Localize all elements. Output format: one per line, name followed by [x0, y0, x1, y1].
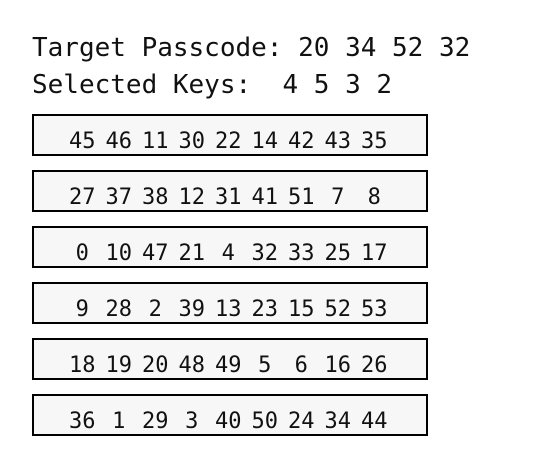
key-button[interactable]: 13 [215, 297, 242, 322]
key-button[interactable]: 47 [142, 241, 169, 266]
key-row: 9 28 2 39 13 23 15 52 53 [32, 282, 428, 324]
key-button[interactable]: 37 [105, 185, 133, 210]
key-button[interactable]: 5 [258, 353, 272, 378]
key-button[interactable]: 46 [105, 129, 133, 154]
key-button[interactable]: 35 [361, 129, 388, 154]
key-button[interactable]: 18 [69, 353, 96, 378]
selected-keys-line: Selected Keys: 4 5 3 2 [32, 70, 392, 100]
key-button[interactable]: 16 [324, 353, 352, 378]
key-button[interactable]: 12 [178, 185, 206, 210]
key-button[interactable]: 34 [324, 409, 352, 434]
key-button[interactable]: 17 [361, 241, 388, 266]
key-button[interactable]: 10 [105, 241, 133, 266]
key-button[interactable]: 29 [142, 409, 169, 434]
key-button[interactable]: 40 [215, 409, 242, 434]
key-button[interactable]: 41 [251, 185, 279, 210]
key-button[interactable]: 0 [75, 241, 89, 266]
key-button[interactable]: 19 [105, 353, 133, 378]
key-button[interactable]: 31 [215, 185, 242, 210]
key-button[interactable]: 15 [288, 297, 315, 322]
key-row-cells: 9 28 2 39 13 23 15 52 53 [64, 297, 393, 323]
key-button[interactable]: 24 [288, 409, 315, 434]
key-button[interactable]: 53 [361, 297, 388, 322]
key-button[interactable]: 33 [288, 241, 315, 266]
key-row-cells: 45 46 11 30 22 14 42 43 35 [64, 129, 393, 155]
key-row-cells: 36 1 29 3 40 50 24 34 44 [64, 409, 393, 435]
key-button[interactable]: 4 [221, 241, 235, 266]
key-button[interactable]: 11 [142, 129, 169, 154]
selected-keys-value: 4 5 3 2 [282, 70, 393, 100]
key-button[interactable]: 39 [178, 297, 206, 322]
key-button[interactable]: 9 [75, 297, 89, 322]
key-row: 0 10 47 21 4 32 33 25 17 [32, 226, 428, 268]
key-button[interactable]: 22 [215, 129, 242, 154]
target-passcode-label: Target Passcode: [32, 33, 283, 63]
selected-keys-label: Selected Keys: [32, 70, 252, 100]
key-row-cells: 0 10 47 21 4 32 33 25 17 [64, 241, 393, 267]
key-button[interactable]: 8 [367, 185, 381, 210]
key-button[interactable]: 25 [324, 241, 352, 266]
key-button[interactable]: 45 [69, 129, 96, 154]
key-button[interactable]: 30 [178, 129, 206, 154]
key-row: 36 1 29 3 40 50 24 34 44 [32, 394, 428, 436]
key-button[interactable]: 7 [331, 185, 345, 210]
key-button[interactable]: 49 [215, 353, 242, 378]
key-button[interactable]: 36 [69, 409, 96, 434]
target-passcode-line: Target Passcode: 20 34 52 32 [32, 33, 470, 63]
key-button[interactable]: 2 [148, 297, 162, 322]
key-button[interactable]: 51 [288, 185, 315, 210]
target-passcode-value: 20 34 52 32 [298, 33, 471, 63]
key-button[interactable]: 50 [251, 409, 279, 434]
key-button[interactable]: 52 [324, 297, 352, 322]
key-button[interactable]: 44 [361, 409, 388, 434]
key-button[interactable]: 20 [142, 353, 169, 378]
key-button[interactable]: 21 [178, 241, 206, 266]
key-row: 45 46 11 30 22 14 42 43 35 [32, 114, 428, 156]
key-button[interactable]: 48 [178, 353, 206, 378]
key-button[interactable]: 23 [251, 297, 279, 322]
key-button[interactable]: 6 [294, 353, 308, 378]
key-button[interactable]: 14 [251, 129, 279, 154]
key-button[interactable]: 32 [251, 241, 279, 266]
key-button[interactable]: 43 [324, 129, 352, 154]
key-button[interactable]: 28 [105, 297, 133, 322]
key-button[interactable]: 3 [185, 409, 199, 434]
key-button[interactable]: 1 [112, 409, 126, 434]
key-button[interactable]: 26 [361, 353, 388, 378]
key-button[interactable]: 27 [69, 185, 96, 210]
key-button[interactable]: 42 [288, 129, 315, 154]
key-button[interactable]: 38 [142, 185, 169, 210]
